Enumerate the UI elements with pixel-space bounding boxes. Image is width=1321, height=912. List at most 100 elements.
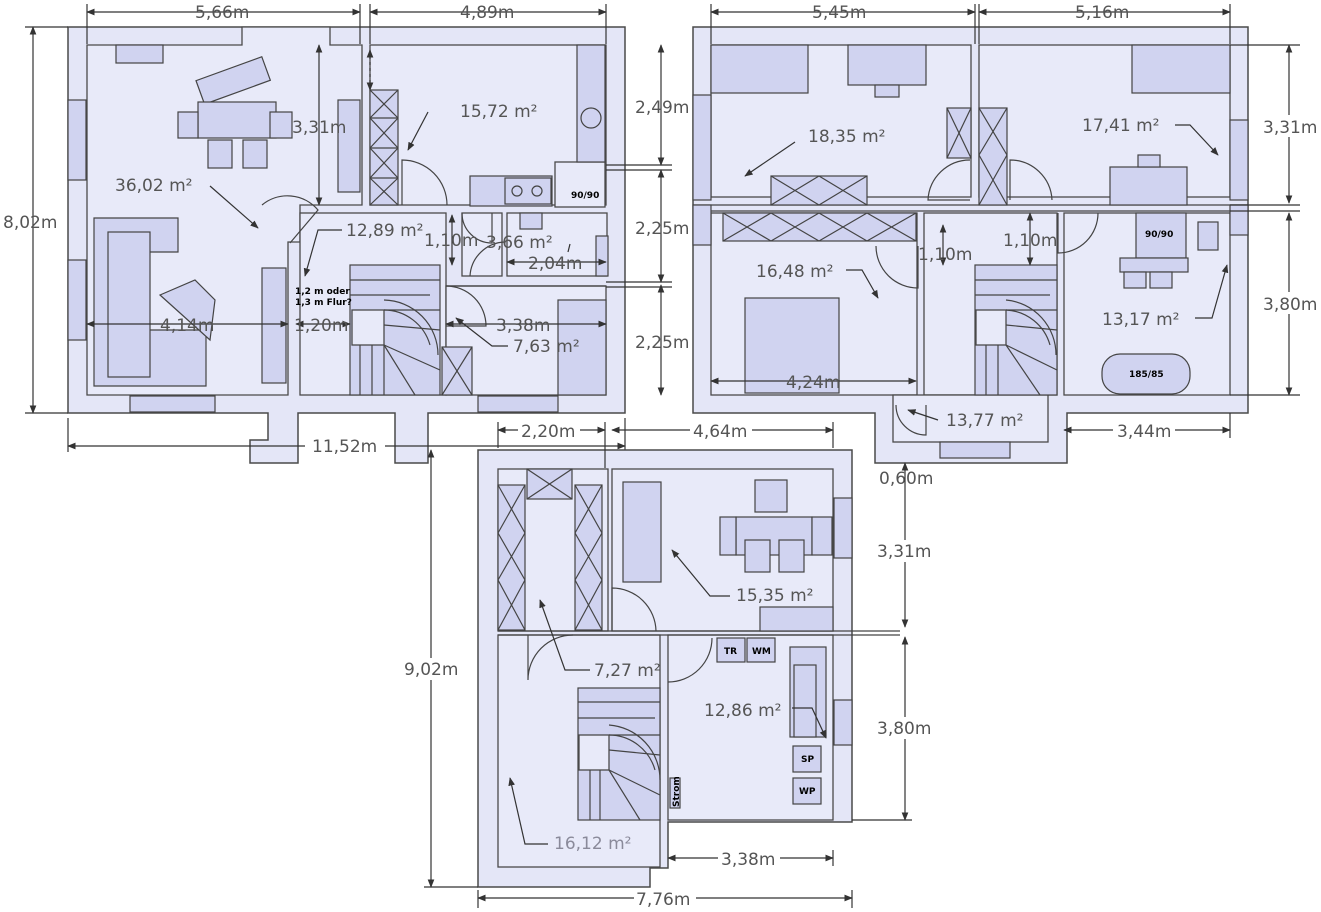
basement-dim-left: 9,02m	[404, 660, 458, 680]
upper-dim-right-2: 3,80m	[1263, 295, 1317, 315]
window	[939, 441, 1011, 459]
upper-tub-label: 185/85	[1129, 370, 1164, 380]
sideboard	[261, 267, 287, 384]
upper-dim-hall-w2: 1,10m	[1003, 231, 1057, 251]
ground-area-living: 36,02 m²	[115, 176, 192, 196]
basement-strom-label: Strom	[672, 776, 682, 807]
cabinet	[557, 299, 607, 396]
ground-staircase	[349, 264, 441, 396]
ground-dim-right-3: 2,25m	[635, 333, 689, 353]
basement-dim-right-1: 3,31m	[877, 542, 931, 562]
ground-dim-right-2: 2,25m	[635, 219, 689, 239]
ground-dim-kitchen-h: 3,31m	[292, 118, 346, 138]
window	[1229, 204, 1249, 236]
basement-staircase	[577, 687, 661, 821]
desk	[847, 44, 927, 86]
basement-sp-label: SP	[801, 755, 814, 765]
upper-area-room-a: 18,35 m²	[808, 127, 885, 147]
basement-wm-label: WM	[752, 647, 771, 657]
window	[477, 395, 559, 413]
upper-dim-top-left: 5,45m	[812, 3, 866, 23]
ground-shower	[554, 161, 606, 208]
basement-wp-label: WP	[799, 787, 816, 797]
armchair	[754, 479, 788, 513]
ground-shower-label: 90/90	[571, 191, 599, 201]
shelf	[337, 99, 361, 193]
sp-unit	[792, 745, 822, 773]
bathtub	[1101, 353, 1191, 395]
window	[67, 99, 87, 181]
ground-dim-bottom: 11,52m	[312, 437, 377, 457]
ground-note-line2: 1,3 m Flur?	[295, 298, 352, 308]
basement-dim-bottom: 7,76m	[636, 890, 690, 910]
chair	[177, 111, 199, 139]
window	[129, 395, 216, 413]
dryer	[716, 637, 746, 663]
ground-floor-plan: 90/90	[3, 3, 689, 464]
upper-area-bath: 13,17 m²	[1102, 310, 1179, 330]
upper-area-bedroom: 16,48 m²	[756, 262, 833, 282]
window	[833, 497, 853, 559]
chair	[269, 111, 293, 139]
ground-area-kitchen: 15,72 m²	[460, 102, 537, 122]
basement-dim-bottom-inner: 3,38m	[721, 850, 775, 870]
wardrobe	[1131, 44, 1231, 94]
ground-living-room	[86, 26, 363, 396]
electrical-panel	[669, 777, 681, 809]
window	[692, 204, 712, 246]
basement-dim-right-2: 3,80m	[877, 719, 931, 739]
window	[67, 259, 87, 341]
kitchen-counter	[576, 44, 606, 163]
window	[1229, 119, 1249, 201]
washer	[746, 637, 776, 663]
ground-area-hall: 12,89 m²	[346, 221, 423, 241]
toilet	[1197, 221, 1219, 251]
ground-dim-top-left: 5,66m	[195, 3, 249, 23]
cabinet	[115, 44, 164, 64]
ground-area-room: 7,63 m²	[513, 337, 580, 357]
upper-area-room-b: 17,41 m²	[1082, 116, 1159, 136]
window	[833, 699, 853, 746]
upper-shower-label: 90/90	[1145, 230, 1173, 240]
ground-dim-living-w: 4,14m	[160, 316, 214, 336]
basement-plan: TR WM SP WP Strom 2,20m 4,64m 9,02m	[402, 420, 937, 910]
sofa-small	[195, 55, 272, 105]
sofa	[622, 481, 662, 583]
sofa-seat	[107, 231, 151, 378]
ground-dim-room-w: 3,38m	[496, 316, 550, 336]
ground-dim-hall-w: 1,20m	[294, 316, 348, 336]
basement-area-utility: 12,86 m²	[704, 701, 781, 721]
ground-wc-niche	[461, 212, 503, 277]
basement-area-stair-room: 16,12 m²	[554, 834, 631, 854]
ground-area-wc: 3,66 m²	[486, 233, 553, 253]
basement-dim-top-right: 4,64m	[693, 422, 747, 442]
wardrobe	[710, 44, 809, 94]
ground-dim-right-1: 2,49m	[635, 98, 689, 118]
window	[692, 94, 712, 201]
ground-dim-left: 8,02m	[3, 213, 57, 233]
ground-dim-top-right: 4,89m	[460, 3, 514, 23]
ground-note-line1: 1,2 m oder	[295, 287, 350, 297]
dining-table	[197, 101, 277, 139]
upper-dim-top-right: 5,16m	[1075, 3, 1129, 23]
upper-staircase	[974, 264, 1058, 396]
upper-area-hall: 13,77 m²	[946, 411, 1023, 431]
upper-dim-step: 0,60m	[879, 469, 933, 489]
upper-dim-hall-w1: 1,10m	[918, 245, 972, 265]
basement-tr-label: TR	[724, 647, 737, 657]
bed	[744, 297, 840, 394]
upper-dim-right-1: 3,31m	[1263, 118, 1317, 138]
wp-unit	[792, 777, 822, 805]
basement-dim-top-left: 2,20m	[521, 422, 575, 442]
basement-area-room-a: 15,35 m²	[736, 586, 813, 606]
basement-area-storage: 7,27 m²	[594, 661, 661, 681]
ground-dim-wc-w: 1,10m	[424, 231, 478, 251]
upper-dim-bath-w: 3,44m	[1117, 422, 1171, 442]
upper-dim-bed-w: 4,24m	[786, 373, 840, 393]
upper-floor-plan: 90/90 185/85 5,45m 5,16m 3,31m 3,80m 4,2…	[692, 3, 1320, 489]
desk	[1109, 166, 1188, 206]
ground-dim-storage-w: 2,04m	[528, 254, 582, 274]
chair	[207, 139, 233, 169]
